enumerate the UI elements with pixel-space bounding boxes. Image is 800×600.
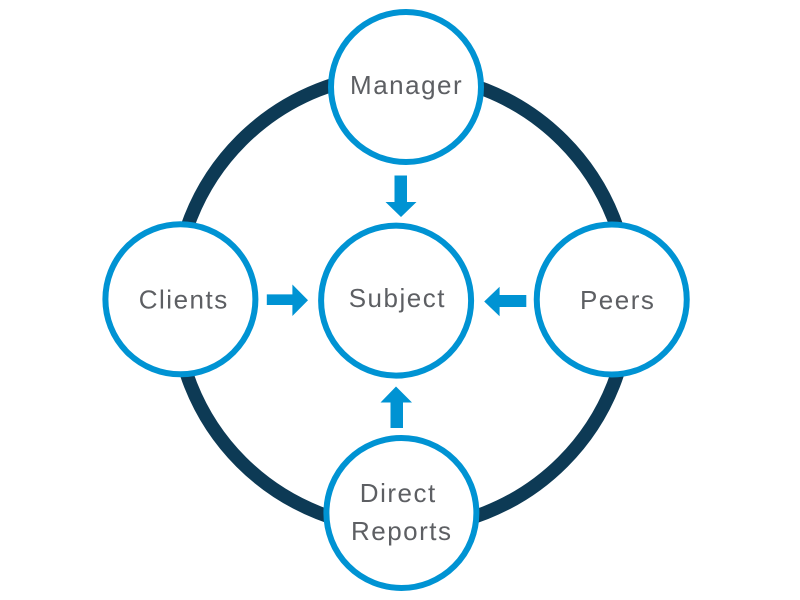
- svg-text:Peers: Peers: [580, 285, 655, 315]
- svg-text:Subject: Subject: [349, 283, 446, 313]
- svg-text:Reports: Reports: [351, 516, 453, 546]
- svg-text:Direct: Direct: [360, 478, 437, 508]
- svg-text:Manager: Manager: [350, 70, 463, 100]
- svg-text:Clients: Clients: [139, 285, 229, 315]
